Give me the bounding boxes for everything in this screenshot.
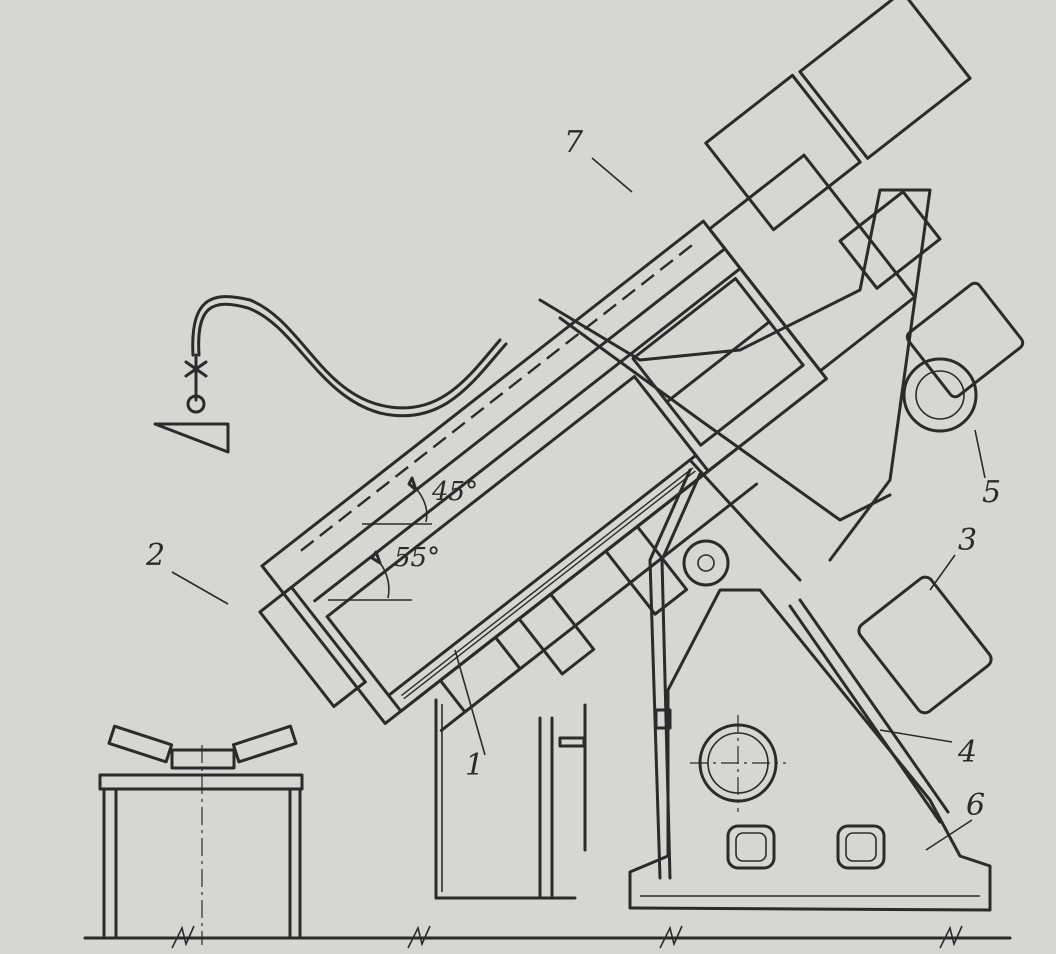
pivot-bearing <box>682 539 730 587</box>
label-5: 5 <box>982 475 1001 510</box>
support-truss <box>538 188 932 582</box>
leader-lines <box>171 157 986 851</box>
mixer-assembly <box>258 73 917 732</box>
reference-plate <box>153 422 230 454</box>
label-2: 2 <box>145 538 165 573</box>
conveyor-idlers <box>107 724 298 770</box>
label-7: 7 <box>564 125 584 160</box>
angle-indicators <box>328 476 432 601</box>
angle-45-label: 45° <box>431 477 478 507</box>
ground-line <box>83 925 1012 949</box>
label-3: 3 <box>958 523 977 558</box>
conveyor-stand <box>98 745 304 945</box>
label-4: 4 <box>957 735 977 770</box>
label-1: 1 <box>465 748 484 783</box>
drive-motor <box>798 0 1025 715</box>
supply-hose <box>184 295 508 418</box>
angle-55-label: 55° <box>394 543 440 573</box>
chute-wall <box>434 698 587 900</box>
hydraulic-rod <box>788 598 950 824</box>
label-6: 6 <box>966 788 985 823</box>
base-frame <box>628 588 992 912</box>
